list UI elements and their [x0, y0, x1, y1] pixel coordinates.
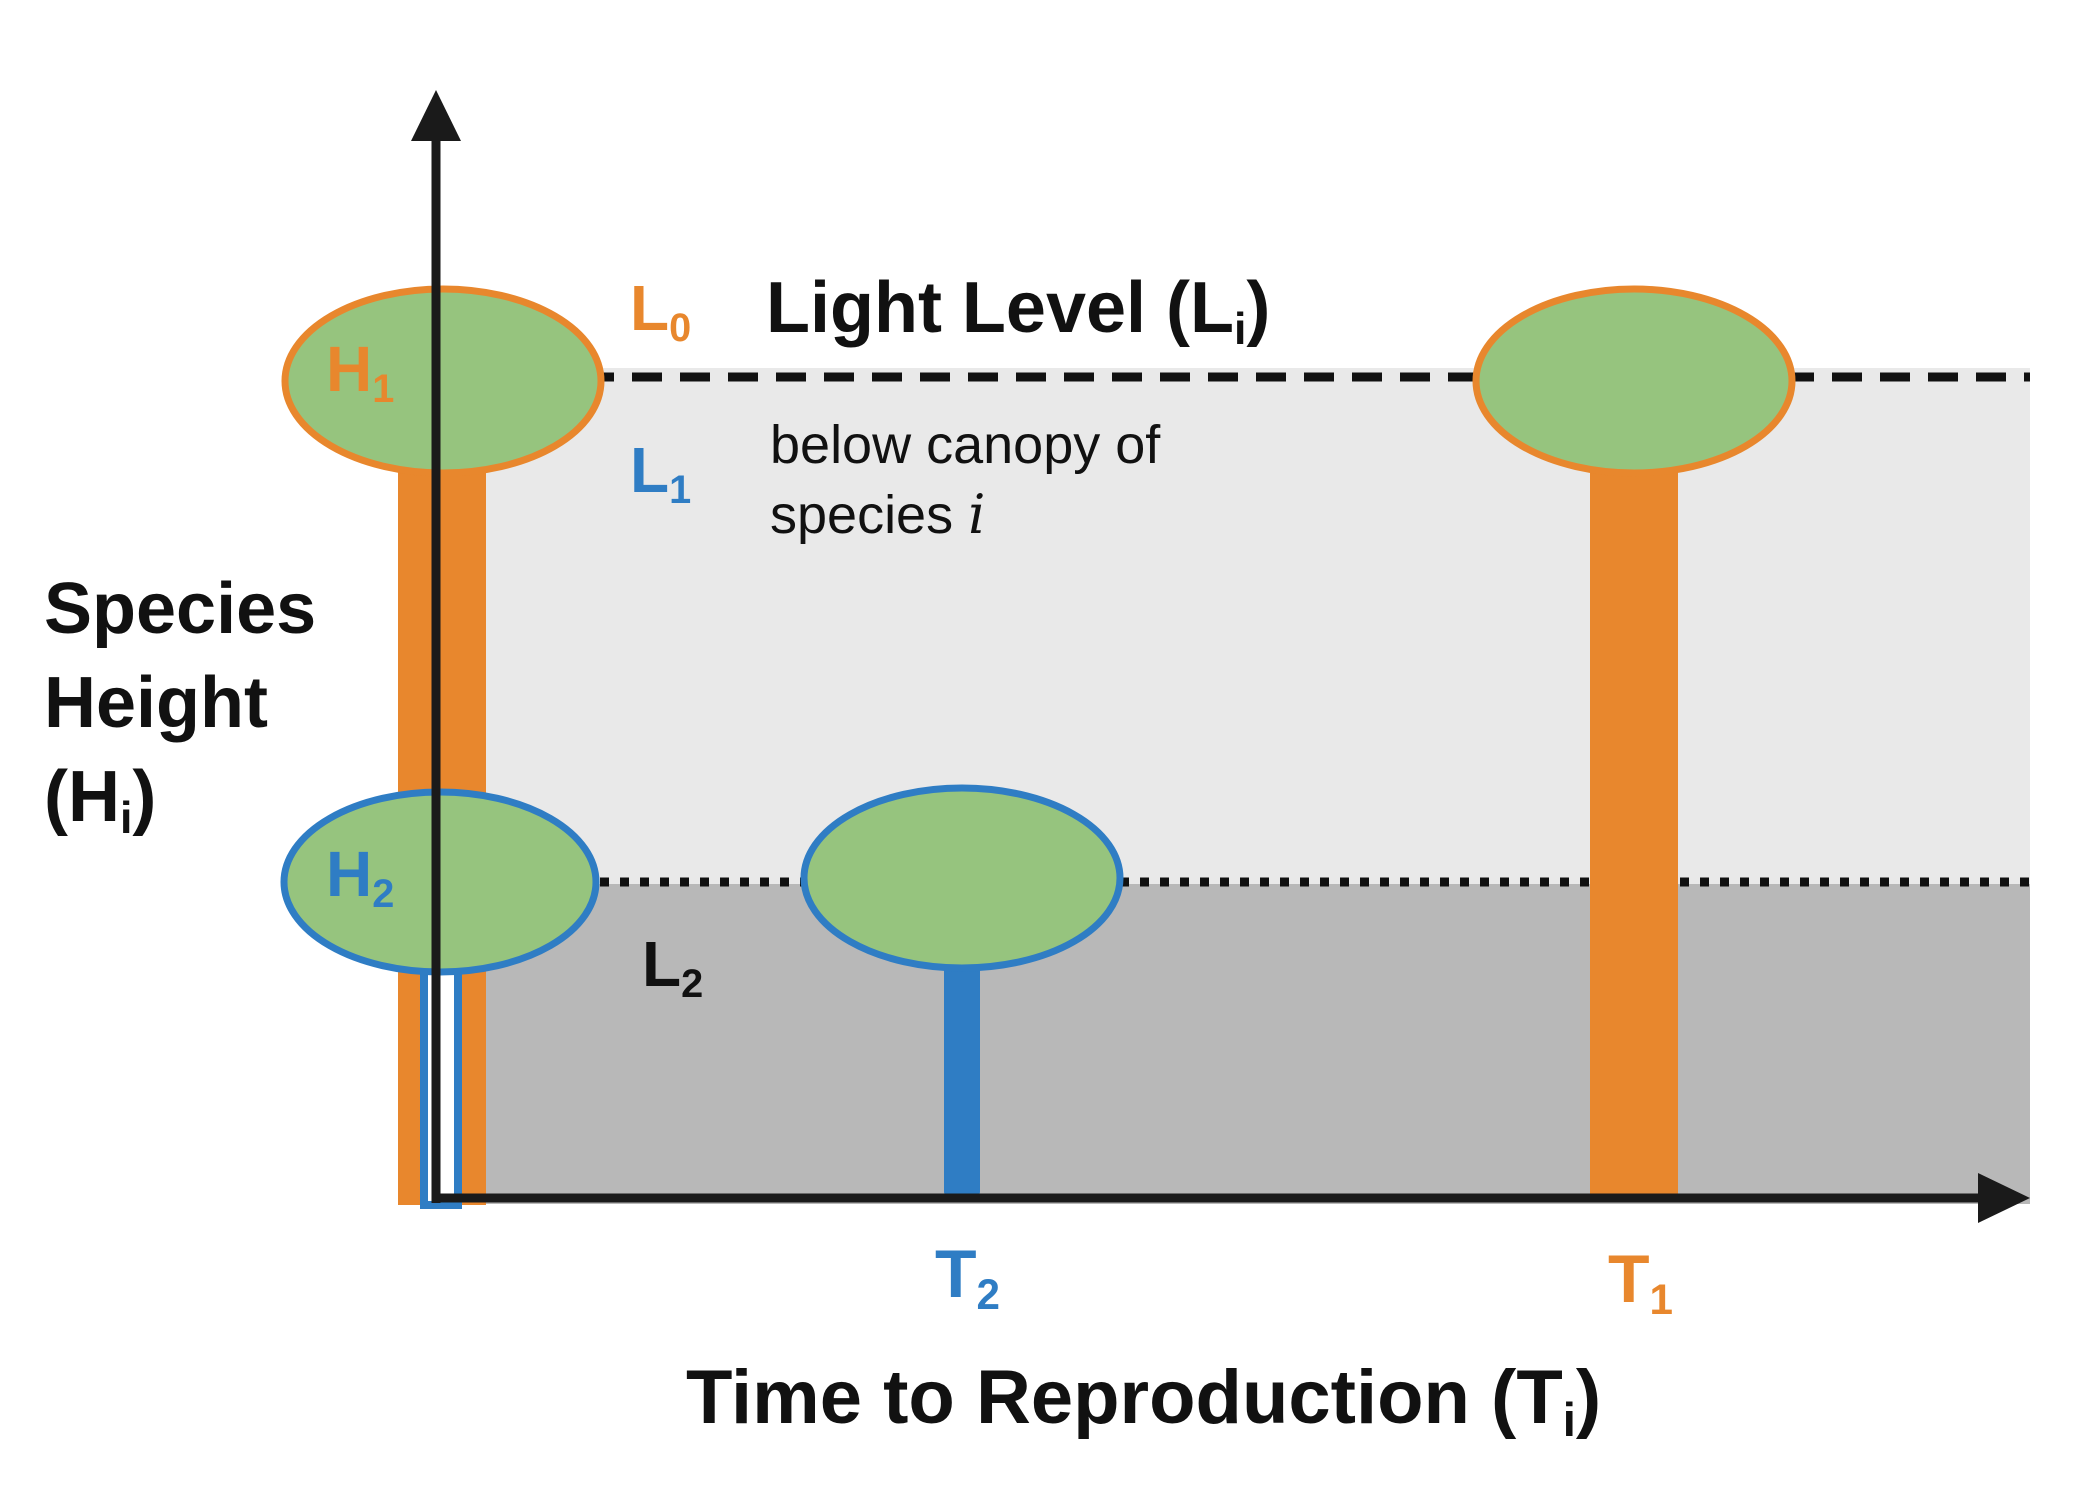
light-note-line1: below canopy of: [770, 415, 1161, 475]
tree2-axis-trunk: [420, 961, 462, 1209]
shade-zone-l2: [440, 884, 2030, 1204]
tree2-trunk: [944, 955, 980, 1195]
y-axis-label-line1: Species: [44, 569, 317, 649]
y-axis-label: Species Height (Hi): [44, 562, 316, 854]
t1-label: T1: [1608, 1241, 1673, 1323]
h1-label: H1: [326, 333, 395, 412]
tree2-canopy: [800, 784, 1124, 972]
l1-label: L1: [630, 434, 692, 513]
light-level-title: Light Level (Li): [766, 268, 1271, 355]
y-axis-label-line2: Height: [44, 663, 268, 743]
h2-label: H2: [326, 838, 395, 917]
light-zone-l1: [440, 368, 2030, 884]
light-note-line2: species i: [770, 483, 986, 546]
y-axis-arrowhead: [411, 90, 461, 141]
l0-label: L0: [630, 272, 692, 351]
tree1-trunk: [1590, 460, 1678, 1195]
light-note: below canopy of species i: [770, 410, 1160, 550]
tree1-axis-canopy: [281, 285, 605, 477]
t2-label: T2: [935, 1236, 1000, 1318]
tree1-canopy: [1472, 285, 1796, 477]
x-axis-arrowhead: [1978, 1173, 2030, 1223]
y-axis-label-line3: (Hi): [44, 757, 157, 844]
l2-label: L2: [642, 928, 704, 1007]
x-axis-label: Time to Reproduction (Ti): [686, 1355, 1602, 1447]
